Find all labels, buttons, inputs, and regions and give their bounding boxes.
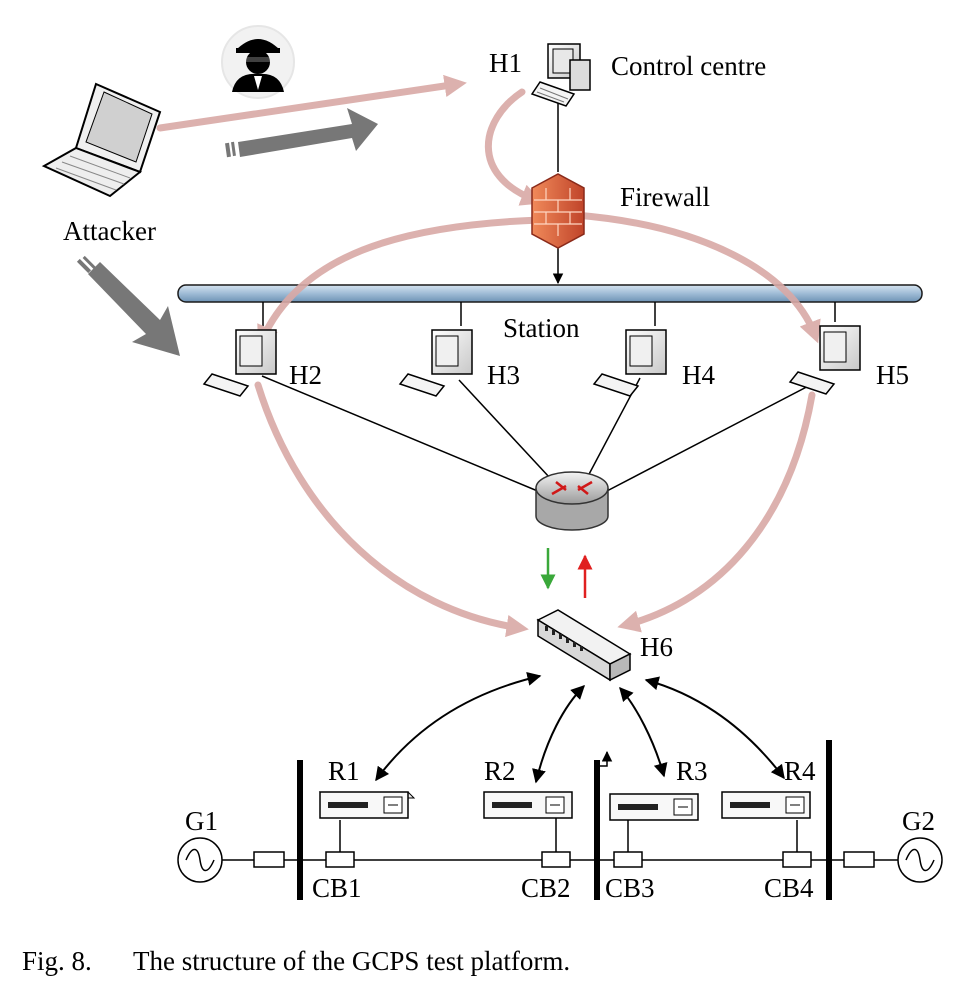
control-centre-label: Control centre bbox=[611, 51, 766, 81]
computer-icon-h1 bbox=[530, 43, 591, 107]
computer-icon-h5 bbox=[788, 325, 861, 395]
h3-label: H3 bbox=[487, 360, 520, 390]
computer-icon-h2 bbox=[202, 329, 277, 397]
h2-label: H2 bbox=[289, 360, 322, 390]
relay-icon-r1 bbox=[318, 791, 416, 819]
computer-icon-h3 bbox=[398, 329, 473, 397]
busbars bbox=[297, 740, 832, 900]
relay-icon-r2 bbox=[483, 791, 573, 819]
attacker-label: Attacker bbox=[63, 216, 156, 246]
cb2-box bbox=[541, 851, 571, 868]
generator-icon-g1 bbox=[177, 837, 223, 883]
cb4-label: CB4 bbox=[764, 873, 814, 903]
cb2-label: CB2 bbox=[521, 873, 571, 903]
attack-paths bbox=[156, 74, 821, 638]
r4-label: R4 bbox=[784, 756, 816, 786]
attack-path-attacker-h1 bbox=[156, 74, 467, 132]
attack-path-firewall-h5 bbox=[571, 211, 821, 344]
cb1-box bbox=[325, 851, 355, 868]
g1-label: G1 bbox=[185, 806, 218, 836]
laptop-icon bbox=[41, 82, 162, 198]
h5-label: H5 bbox=[876, 360, 909, 390]
generator-icon-g2 bbox=[897, 837, 943, 883]
attack-path-h1-firewall bbox=[484, 88, 544, 206]
cb4-box bbox=[782, 851, 812, 868]
g2-label: G2 bbox=[902, 806, 935, 836]
figure-caption: The structure of the GCPS test platform. bbox=[133, 946, 570, 976]
gray-arrow-right bbox=[225, 108, 378, 158]
router-icon bbox=[535, 471, 609, 531]
station-bus bbox=[177, 284, 923, 303]
h4-label: H4 bbox=[682, 360, 715, 390]
line-breakers bbox=[253, 851, 875, 868]
switch-icon bbox=[536, 609, 632, 682]
attack-path-h2-h6 bbox=[254, 381, 529, 638]
computer-icon-h4 bbox=[592, 329, 667, 397]
cb1-label: CB1 bbox=[312, 873, 362, 903]
firewall-label: Firewall bbox=[620, 182, 710, 212]
r2-label: R2 bbox=[484, 756, 516, 786]
h1-label: H1 bbox=[489, 48, 522, 78]
station-label: Station bbox=[503, 313, 580, 343]
cb3-box bbox=[613, 851, 643, 868]
bus-drop-lines bbox=[262, 302, 836, 326]
circuit-breakers bbox=[325, 818, 812, 868]
h6-label: H6 bbox=[640, 632, 673, 662]
relay-icon-r3 bbox=[609, 793, 699, 821]
router-links bbox=[261, 375, 821, 493]
attacker-hacker-icon bbox=[221, 25, 295, 99]
figure-number: Fig. 8. bbox=[22, 946, 92, 976]
relay-icon-r4 bbox=[721, 791, 811, 819]
attack-path-h5-h6 bbox=[617, 391, 816, 633]
gray-arrow-down bbox=[76, 255, 180, 356]
r3-label: R3 bbox=[676, 756, 708, 786]
r1-label: R1 bbox=[328, 756, 360, 786]
firewall-icon bbox=[531, 173, 585, 249]
attack-path-firewall-h2 bbox=[257, 216, 544, 349]
cb3-label: CB3 bbox=[605, 873, 655, 903]
relay-links bbox=[375, 672, 785, 784]
step-arrow bbox=[600, 750, 613, 767]
